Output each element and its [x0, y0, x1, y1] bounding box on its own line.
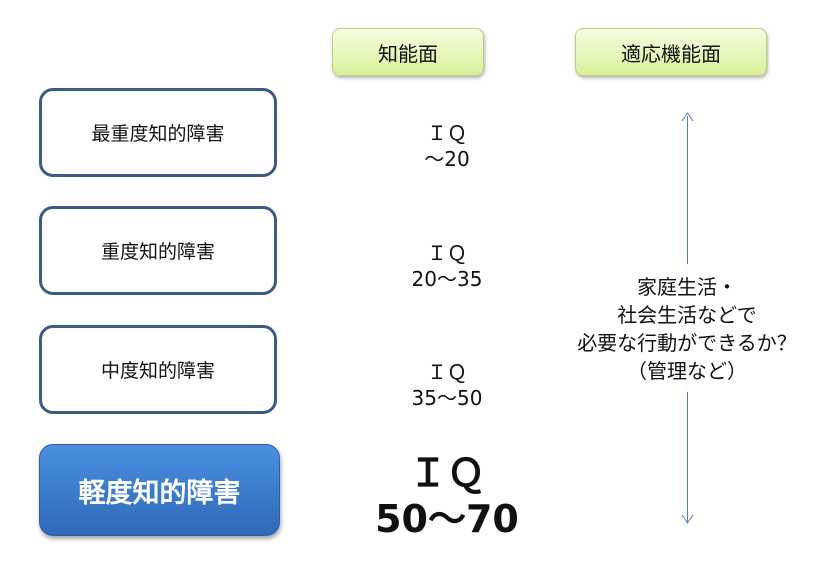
iq-label: ＩＱ	[427, 241, 467, 265]
level-profound: 最重度知的障害	[39, 88, 277, 177]
arrow-line-bottom	[687, 392, 688, 522]
header-intellect: 知能面	[332, 28, 484, 76]
desc-line: （管理など）	[627, 359, 747, 383]
level-moderate: 中度知的障害	[39, 325, 277, 414]
level-mild: 軽度知的障害	[39, 444, 280, 536]
iq-range: 35～50	[411, 386, 483, 410]
level-severe: 重度知的障害	[39, 206, 277, 295]
arrow-up-icon	[681, 112, 694, 122]
desc-line: 社会生活などで	[617, 303, 757, 327]
desc-line: 必要な行動ができるか？	[577, 331, 797, 355]
iq-label: ＩＱ	[427, 121, 467, 145]
iq-range: 50～70	[375, 497, 519, 541]
iq-label: ＩＱ	[408, 451, 485, 495]
arrow-down-icon	[681, 514, 694, 524]
iq-range: 20～35	[411, 267, 483, 291]
iq-mild: ＩＱ 50～70	[347, 450, 547, 542]
adaptive-description: 家庭生活・ 社会生活などで 必要な行動ができるか？ （管理など）	[560, 273, 814, 385]
header-adaptive: 適応機能面	[575, 28, 767, 76]
iq-moderate: ＩＱ 35～50	[347, 359, 547, 411]
iq-range: ～20	[424, 147, 470, 171]
iq-profound: ＩＱ ～20	[347, 120, 547, 172]
iq-severe: ＩＱ 20～35	[347, 240, 547, 292]
desc-line: 家庭生活・	[637, 275, 737, 299]
iq-label: ＩＱ	[427, 360, 467, 384]
arrow-line-top	[687, 116, 688, 264]
